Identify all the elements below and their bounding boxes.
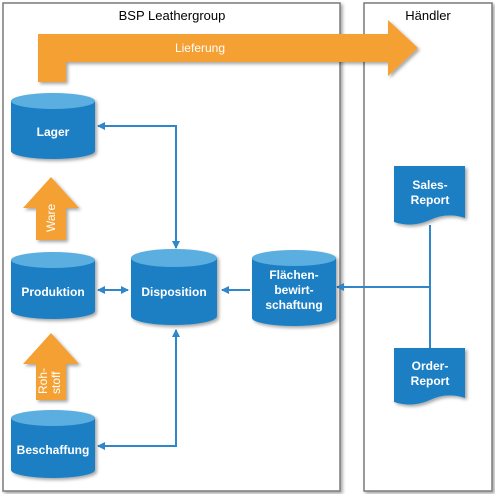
doc-order-report: Order- Report bbox=[394, 348, 465, 405]
raw-material-arrow: Roh- stoff bbox=[23, 333, 79, 400]
node-label-produktion: Produktion bbox=[21, 285, 84, 299]
connectors bbox=[97, 122, 431, 450]
node-beschaffung: Beschaffung bbox=[11, 410, 95, 478]
doc-label-order-1: Order- bbox=[412, 359, 449, 373]
node-flaechenbewirtschaftung: Flächen- bewirt- schaftung bbox=[252, 250, 336, 326]
node-produktion: Produktion bbox=[11, 252, 95, 319]
goods-arrow: Ware bbox=[23, 177, 79, 240]
connector-disposition-beschaffung bbox=[97, 329, 180, 450]
doc-label-sales-1: Sales- bbox=[412, 178, 447, 192]
node-label-beschaffung: Beschaffung bbox=[17, 443, 90, 457]
panel-haendler: Händler bbox=[363, 2, 493, 492]
delivery-label: Lieferung bbox=[175, 41, 225, 55]
panel-title-haendler: Händler bbox=[405, 8, 451, 23]
doc-label-order-2: Report bbox=[411, 374, 450, 388]
node-label-flaechen-3: schaftung bbox=[265, 298, 322, 312]
node-label-flaechen-1: Flächen- bbox=[269, 268, 318, 282]
goods-label: Ware bbox=[44, 203, 58, 232]
node-label-disposition: Disposition bbox=[141, 285, 206, 299]
doc-sales-report: Sales- Report bbox=[394, 166, 465, 225]
node-lager: Lager bbox=[11, 93, 95, 159]
node-disposition: Disposition bbox=[131, 249, 217, 325]
raw-material-label-1: Roh- bbox=[36, 368, 50, 394]
node-label-flaechen-2: bewirt- bbox=[274, 283, 313, 297]
raw-material-label-2: stoff bbox=[49, 371, 63, 394]
node-label-lager: Lager bbox=[37, 125, 70, 139]
connector-disposition-lager bbox=[97, 122, 180, 249]
panel-title-bsp: BSP Leathergroup bbox=[119, 8, 226, 23]
doc-label-sales-2: Report bbox=[411, 193, 450, 207]
delivery-arrow: Lieferung bbox=[38, 20, 418, 82]
